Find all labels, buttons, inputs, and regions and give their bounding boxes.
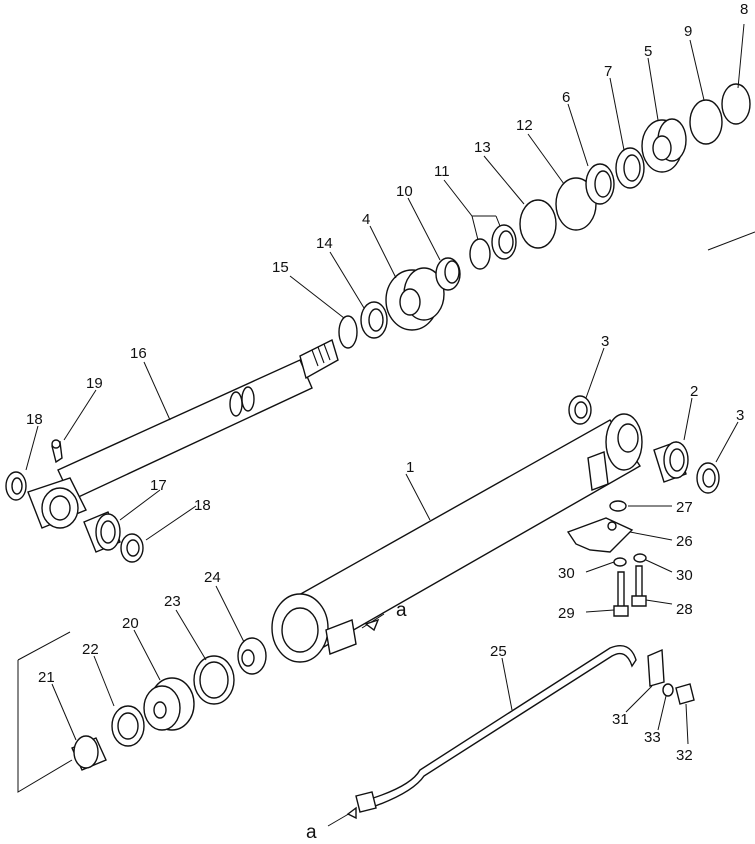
label-8: 8 xyxy=(740,1,748,18)
bolt-28 xyxy=(631,565,647,607)
label-23: 23 xyxy=(164,593,181,610)
label-20: 20 xyxy=(122,615,139,632)
label-32: 32 xyxy=(676,747,693,764)
seal-ring-15 xyxy=(338,315,358,349)
label-31: 31 xyxy=(612,711,629,728)
o-ring-27 xyxy=(609,500,627,512)
label-24: 24 xyxy=(204,569,221,586)
piston-5 xyxy=(641,118,687,173)
label-15: 15 xyxy=(272,259,289,276)
label-33: 33 xyxy=(644,729,661,746)
ring-13 xyxy=(519,199,557,249)
label-19: 19 xyxy=(86,375,103,392)
label-10: 10 xyxy=(396,183,413,200)
cylinder-tube-1 xyxy=(271,413,643,663)
assembly-bracket xyxy=(17,631,73,793)
label-30-right: 30 xyxy=(676,567,693,584)
label-21: 21 xyxy=(38,669,55,686)
ring-9 xyxy=(689,99,723,145)
label-14: 14 xyxy=(316,235,333,252)
label-26: 26 xyxy=(676,533,693,550)
label-2: 2 xyxy=(690,383,698,400)
label-4: 4 xyxy=(362,211,370,228)
label-25: 25 xyxy=(490,643,507,660)
label-18-right: 18 xyxy=(194,497,211,514)
gland-4 xyxy=(385,267,445,331)
grease-fitting-19 xyxy=(51,439,63,464)
arrow-icon xyxy=(346,806,357,820)
label-30-left: 30 xyxy=(558,565,575,582)
label-5: 5 xyxy=(644,43,652,60)
bushing-17 xyxy=(83,511,121,553)
seal-3-right xyxy=(696,462,720,494)
seal-6 xyxy=(585,163,615,205)
ring-8 xyxy=(721,83,751,125)
bushing-2 xyxy=(653,441,689,483)
seal-14 xyxy=(360,301,388,339)
label-12: 12 xyxy=(516,117,533,134)
bolt-32 xyxy=(675,683,695,705)
label-17: 17 xyxy=(150,477,167,494)
clamp-31 xyxy=(647,648,665,687)
ring-7 xyxy=(615,147,645,189)
break-line xyxy=(707,231,755,251)
label-18-left: 18 xyxy=(26,411,43,428)
label-3-right: 3 xyxy=(736,407,744,424)
seal-3-top xyxy=(568,395,592,425)
arrow-icon xyxy=(364,618,380,632)
bolt-29 xyxy=(613,571,629,617)
connector-markers: a a xyxy=(306,600,407,843)
connector-a-bottom: a xyxy=(306,822,317,843)
label-22: 22 xyxy=(82,641,99,658)
ring-12 xyxy=(555,177,597,231)
piston-20 xyxy=(143,677,195,731)
seal-18-right xyxy=(120,533,144,563)
label-13: 13 xyxy=(474,139,491,156)
tube-line-25 xyxy=(355,645,637,813)
label-3-top: 3 xyxy=(601,333,609,350)
washer-33 xyxy=(662,683,674,697)
label-7: 7 xyxy=(604,63,612,80)
label-9: 9 xyxy=(684,23,692,40)
seal-set-11 xyxy=(469,224,517,270)
washers-30 xyxy=(613,553,647,567)
seal-18-left xyxy=(5,471,27,501)
label-6: 6 xyxy=(562,89,570,106)
label-16: 16 xyxy=(130,345,147,362)
label-28: 28 xyxy=(676,601,693,618)
label-1: 1 xyxy=(406,459,414,476)
leader-lines xyxy=(25,23,745,827)
connector-a-top: a xyxy=(396,600,407,621)
seal-22 xyxy=(111,705,145,747)
part-labels: 1 2 3 3 4 5 6 7 8 9 10 11 12 13 14 15 16… xyxy=(26,1,748,764)
label-11: 11 xyxy=(434,163,450,180)
label-27: 27 xyxy=(676,499,693,516)
bushing-10 xyxy=(435,257,461,291)
collar-21 xyxy=(71,735,107,771)
piston-rod-assembly xyxy=(27,339,339,529)
bushing-24 xyxy=(237,637,267,675)
label-29: 29 xyxy=(558,605,575,622)
block-26 xyxy=(566,517,634,553)
ring-23 xyxy=(193,655,235,705)
